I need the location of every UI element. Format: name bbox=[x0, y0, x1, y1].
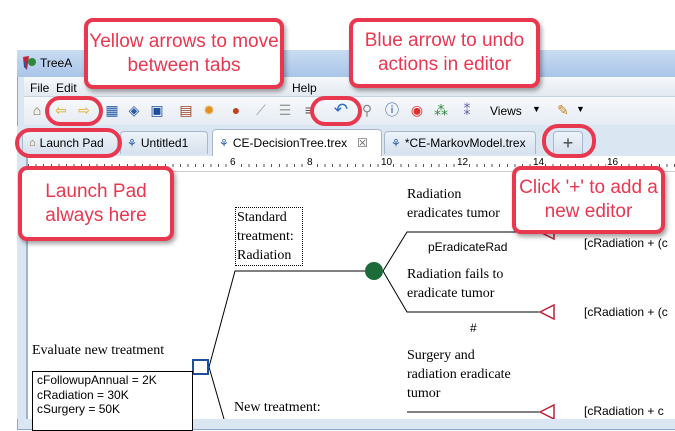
chart-icon[interactable]: ⟋ bbox=[256, 101, 266, 118]
outcome-line: eradicates tumor bbox=[407, 206, 500, 221]
help-icon[interactable]: ⓘ bbox=[385, 102, 399, 118]
callout-launch-pad: Launch Pad always here bbox=[18, 166, 174, 241]
payoff-label: [cRadiation + (c bbox=[584, 305, 668, 319]
variable-item: cRadiation = 30K bbox=[37, 387, 129, 402]
tab-label: Untitled1 bbox=[140, 136, 189, 150]
views-menu[interactable]: Views bbox=[490, 104, 522, 118]
callout-yellow-arrows: Yellow arrows to move between tabs bbox=[84, 18, 284, 89]
tab-label: *CE-MarkovModel.trex bbox=[404, 136, 526, 150]
tree-icon[interactable]: ▦ bbox=[105, 101, 119, 118]
ruler-label: 10 bbox=[380, 157, 394, 168]
gear-icon[interactable]: ✹ bbox=[203, 101, 215, 118]
shield-icon[interactable]: ◈ bbox=[128, 101, 140, 118]
outcome-line: eradicate tumor bbox=[407, 286, 495, 301]
branch-standard-treatment[interactable]: Standard treatment: Radiation bbox=[235, 207, 303, 266]
undo-icon[interactable]: ↶ bbox=[333, 100, 349, 119]
tab-ce-decisiontree[interactable]: ⚘CE-DecisionTree.trex ☒ bbox=[212, 129, 382, 156]
forward-arrow-icon[interactable]: ⇨ bbox=[78, 101, 90, 118]
menu-file[interactable]: File bbox=[30, 81, 50, 95]
network-icon[interactable]: ⁂ bbox=[434, 101, 448, 118]
probability-label[interactable]: pEradicateRad bbox=[428, 240, 508, 254]
ruler-label: 12 bbox=[456, 157, 470, 168]
branch-label-line: Radiation bbox=[237, 248, 292, 263]
outcome-line: Radiation fails to bbox=[407, 267, 504, 282]
branch-label-line: treatment: bbox=[237, 229, 294, 244]
tree-icon: ⚘ bbox=[391, 137, 401, 150]
outcome-radiation-fails[interactable]: Radiation fails to eradicate tumor bbox=[407, 265, 503, 303]
ruler-label: 16 bbox=[606, 157, 620, 168]
probability-label[interactable]: # bbox=[470, 321, 477, 335]
outcome-surgery-radiation[interactable]: Surgery and radiation eradicate tumor bbox=[407, 346, 511, 403]
views-dropdown-icon[interactable]: ▼ bbox=[532, 104, 541, 114]
menu-edit[interactable]: Edit bbox=[56, 81, 77, 95]
ruler-label: 6 bbox=[229, 157, 237, 168]
list-icon[interactable]: ☰ bbox=[278, 101, 292, 118]
variable-item: cFollowupAnnual = 2K bbox=[37, 373, 157, 387]
close-tab-icon[interactable]: ☒ bbox=[357, 136, 368, 150]
tree-icon: ⚘ bbox=[219, 137, 229, 150]
nodes-icon[interactable]: ⁑ bbox=[463, 101, 471, 118]
terminal-node[interactable] bbox=[538, 303, 555, 321]
pen-dropdown-icon[interactable]: ▼ bbox=[576, 104, 585, 114]
callout-add-editor: Click '+' to add a new editor bbox=[512, 166, 665, 234]
terminal-node[interactable] bbox=[538, 403, 555, 419]
payoff-label: [cRadiation + c bbox=[584, 404, 664, 418]
save-icon[interactable]: ▣ bbox=[150, 101, 164, 118]
variables-box[interactable]: cFollowupAnnual = 2K cRadiation = 30K cS… bbox=[32, 371, 193, 431]
home-icon: ⌂ bbox=[29, 137, 36, 149]
highlight-ring-arrows bbox=[45, 96, 103, 126]
stop-icon[interactable]: ◉ bbox=[410, 101, 424, 118]
numbered-list-icon[interactable]: ≡ bbox=[304, 102, 314, 118]
settings-icon[interactable]: ▤ bbox=[179, 101, 193, 118]
outcome-line: tumor bbox=[407, 386, 441, 401]
tab-label: CE-DecisionTree.trex bbox=[232, 136, 348, 150]
ball-icon[interactable]: ● bbox=[231, 102, 241, 118]
menu-help[interactable]: Help bbox=[292, 81, 317, 95]
app-logo-icon bbox=[23, 56, 36, 70]
pen-icon[interactable]: ✎ bbox=[557, 101, 569, 118]
home-icon[interactable]: ⌂ bbox=[32, 102, 42, 118]
highlight-ring-add bbox=[542, 124, 596, 158]
branch-new-treatment[interactable]: New treatment: bbox=[234, 400, 321, 415]
ruler-label: 14 bbox=[532, 157, 546, 168]
editor-border bbox=[17, 156, 28, 419]
ruler bbox=[28, 156, 675, 172]
tab-label: Launch Pad bbox=[39, 136, 104, 150]
ruler-label: 8 bbox=[306, 157, 314, 168]
outcome-line: radiation eradicate bbox=[407, 367, 511, 382]
highlight-ring-launchpad bbox=[15, 128, 122, 158]
variable-item: cSurgery = 50K bbox=[37, 402, 121, 416]
outcome-line: Radiation bbox=[407, 187, 462, 202]
branch-label-line: Standard bbox=[237, 210, 287, 225]
tree-icon: ⚘ bbox=[127, 137, 137, 150]
outcome-line: Surgery and bbox=[407, 348, 475, 363]
payoff-label: [cRadiation + (c bbox=[584, 236, 668, 250]
highlight-ring-undo bbox=[310, 96, 362, 126]
root-node-label[interactable]: Evaluate new treatment bbox=[32, 343, 165, 358]
decision-node[interactable] bbox=[192, 359, 209, 375]
window-title: TreeA bbox=[40, 56, 73, 70]
tab-untitled1[interactable]: ⚘Untitled1 bbox=[120, 131, 208, 154]
search-icon[interactable]: ⚲ bbox=[361, 101, 373, 118]
chance-node[interactable] bbox=[365, 262, 383, 280]
tab-ce-markovmodel[interactable]: ⚘*CE-MarkovModel.trex bbox=[384, 131, 536, 154]
outcome-radiation-eradicates[interactable]: Radiation eradicates tumor bbox=[407, 185, 500, 223]
callout-undo: Blue arrow to undo actions in editor bbox=[349, 18, 540, 88]
